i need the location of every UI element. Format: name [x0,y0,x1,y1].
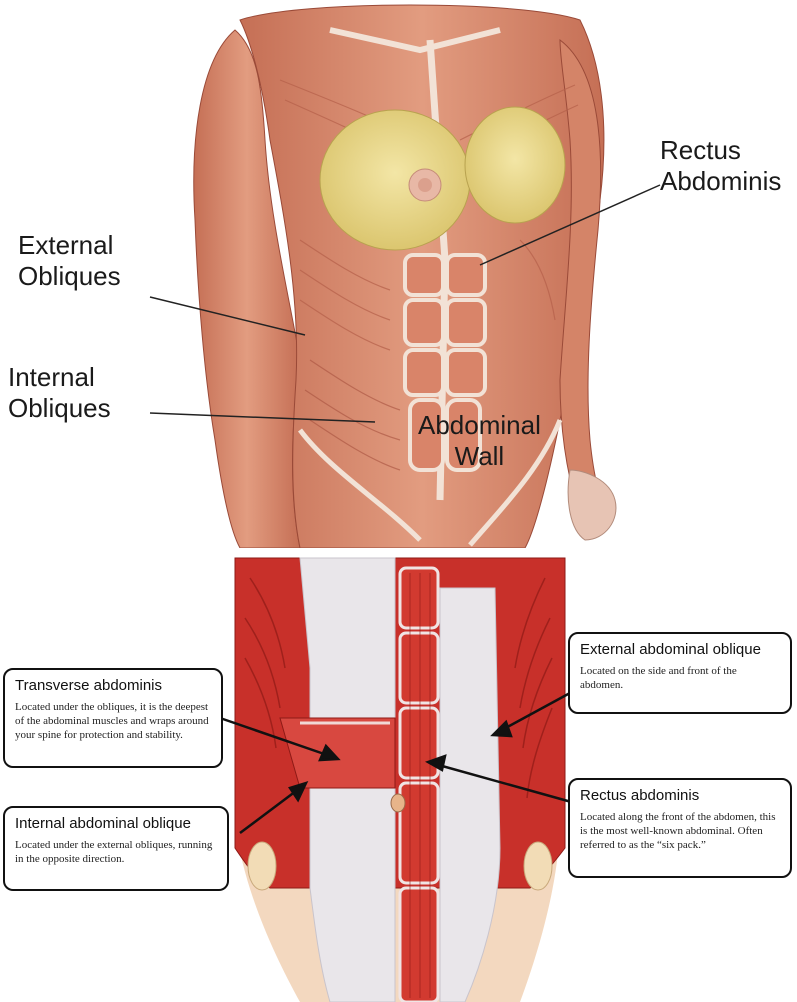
transverse-abdominis-muscle [280,718,395,788]
callout-title: Rectus abdominis [580,787,780,804]
label-rectus-abdominis: Rectus Abdominis [660,135,781,197]
callout-title: Transverse abdominis [15,677,211,694]
label-internal-obliques: Internal Obliques [8,362,111,424]
rectus-abdominis-column [400,568,438,1002]
label-external-obliques: External Obliques [18,230,121,292]
callout-text: Located under the external obliques, run… [15,838,217,866]
abdominal-muscle-drawing [0,548,797,1002]
callout-title: Internal abdominal oblique [15,815,217,832]
right-breast [320,110,470,250]
label-abdominal-wall: Abdominal Wall [418,410,541,472]
callout-internal-abdominal-oblique: Internal abdominal oblique Located under… [3,806,229,891]
callout-external-abdominal-oblique: External abdominal oblique Located on th… [568,632,792,714]
callout-text: Located along the front of the abdomen, … [580,810,780,852]
abdominal-muscles-illustration: Transverse abdominis Located under the o… [0,548,797,1002]
callout-text: Located on the side and front of the abd… [580,664,780,692]
callout-text: Located under the obliques, it is the de… [15,700,211,742]
callout-title: External abdominal oblique [580,641,780,658]
hand [568,470,616,540]
callout-transverse-abdominis: Transverse abdominis Located under the o… [3,668,223,768]
left-breast [465,107,565,223]
callout-rectus-abdominis: Rectus abdominis Located along the front… [568,778,792,878]
torso-anatomy-illustration: Rectus Abdominis External Obliques Inter… [0,0,797,548]
